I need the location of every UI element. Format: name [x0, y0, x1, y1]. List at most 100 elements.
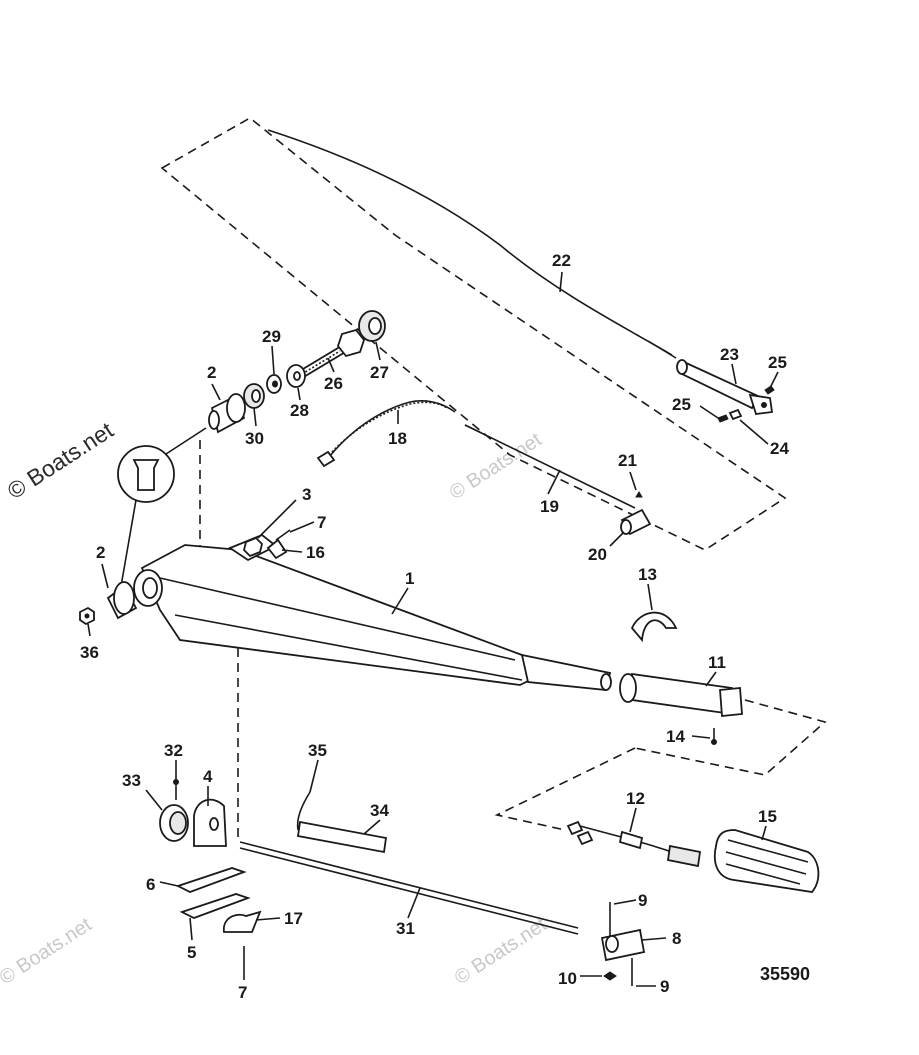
flex-shaft-coil — [331, 401, 448, 453]
leader-28 — [297, 387, 301, 401]
rod-end-fork — [748, 393, 774, 415]
label-part-31: 31 — [396, 919, 415, 938]
watermark-main: © Boats.net — [3, 416, 119, 504]
control-rod — [464, 424, 636, 509]
leader-14 — [691, 735, 711, 739]
leader-35 — [309, 759, 319, 793]
handle-neck — [520, 653, 612, 691]
leader-23 — [731, 363, 737, 385]
flex-shaft-end — [316, 450, 336, 468]
flex-shaft — [316, 400, 456, 468]
label-part-25-upper: 25 — [768, 353, 787, 372]
upper-bushing-end — [208, 410, 220, 430]
connector-set-screw — [635, 491, 643, 498]
label-part-10: 10 — [558, 969, 577, 988]
label-part-7-lower: 7 — [238, 983, 247, 1002]
label-part-1: 1 — [405, 569, 414, 588]
lower-bushing-flange — [113, 581, 135, 615]
locknut-36-hole — [84, 613, 90, 619]
leader-33 — [145, 789, 163, 811]
leader-5 — [189, 917, 193, 941]
rod-connector-end — [620, 519, 632, 535]
leader-3 — [257, 499, 297, 539]
friction-knob — [159, 779, 189, 842]
pivot-bolt-threads — [301, 350, 341, 375]
leader-16 — [281, 549, 303, 553]
label-part-33: 33 — [122, 771, 141, 790]
label-part-17: 17 — [284, 909, 303, 928]
screw-14-head — [711, 739, 717, 745]
leader-29 — [271, 345, 275, 375]
faint-watermarks: © Boats.net © Boats.net © Boats.net — [0, 428, 551, 989]
label-part-23: 23 — [720, 345, 739, 364]
stop-switch-wiring — [566, 820, 702, 868]
throttle-cable — [267, 129, 677, 359]
label-part-24: 24 — [770, 439, 789, 458]
label-part-28: 28 — [290, 401, 309, 420]
watermark-faint-3: © Boats.net — [451, 913, 551, 989]
detail-bushing-profile — [132, 459, 160, 491]
label-part-36: 36 — [80, 643, 99, 662]
throttle-cable-tip — [647, 340, 677, 359]
label-part-5: 5 — [187, 943, 196, 962]
leader-2b — [101, 563, 109, 589]
grip-sleeve-end — [719, 687, 743, 717]
shift-rod-31-detail — [239, 847, 579, 935]
grip-sleeve — [619, 672, 743, 717]
leader-19 — [547, 469, 561, 495]
label-part-26: 26 — [324, 374, 343, 393]
leader-31 — [407, 887, 421, 919]
label-part-34: 34 — [370, 801, 389, 820]
stop-switch-body — [666, 844, 702, 868]
label-part-19: 19 — [540, 497, 559, 516]
grip-body — [713, 829, 820, 893]
label-part-30: 30 — [245, 429, 264, 448]
leader-20 — [609, 531, 625, 547]
label-part-8: 8 — [672, 929, 681, 948]
grip-sleeve-collar — [619, 673, 637, 703]
grip-dashed-outline-lower — [494, 747, 636, 831]
leader-6 — [159, 881, 179, 887]
bracket-5 — [179, 893, 251, 919]
label-part-2-upper: 2 — [207, 363, 216, 382]
screw-32-head — [173, 779, 179, 785]
wire-connector — [618, 830, 644, 850]
label-part-27: 27 — [370, 363, 389, 382]
label-part-35: 35 — [308, 741, 327, 760]
leader-8 — [641, 937, 667, 941]
screw-7-upper — [275, 529, 291, 541]
label-part-2-lower: 2 — [96, 543, 105, 562]
label-part-11: 11 — [708, 653, 726, 672]
grip-rib-2 — [725, 851, 807, 875]
leader-12 — [629, 807, 637, 833]
grip-rib-1 — [727, 839, 809, 863]
leader-17 — [255, 917, 281, 921]
label-part-9-upper: 9 — [638, 891, 647, 910]
rod-end-body — [678, 360, 760, 410]
leader-36 — [87, 623, 91, 637]
upper-bushing-flange — [226, 393, 246, 423]
shift-rod-31 — [239, 841, 579, 929]
label-part-29: 29 — [262, 327, 281, 346]
friction-shoe-13 — [630, 611, 678, 643]
leader-26 — [327, 357, 335, 373]
leader-25b — [699, 405, 719, 419]
washer-29-hole — [272, 380, 278, 388]
handle-top-ridge — [159, 577, 516, 661]
bracket-6 — [175, 867, 247, 893]
label-part-15: 15 — [758, 807, 777, 826]
detail-leader-lower — [119, 499, 137, 593]
label-part-20: 20 — [588, 545, 607, 564]
label-part-12: 12 — [626, 789, 645, 808]
rod-bracket-assembly — [600, 902, 646, 986]
leader-15 — [761, 825, 767, 841]
label-part-9-lower: 9 — [660, 977, 669, 996]
leader-7a — [289, 521, 315, 533]
grip-sleeve-body — [631, 672, 733, 716]
leader-25a — [769, 371, 779, 389]
leader-24 — [739, 419, 769, 445]
handle-side-fold — [174, 614, 523, 681]
lower-bushing — [79, 581, 138, 626]
cable-rod-end — [676, 359, 774, 415]
